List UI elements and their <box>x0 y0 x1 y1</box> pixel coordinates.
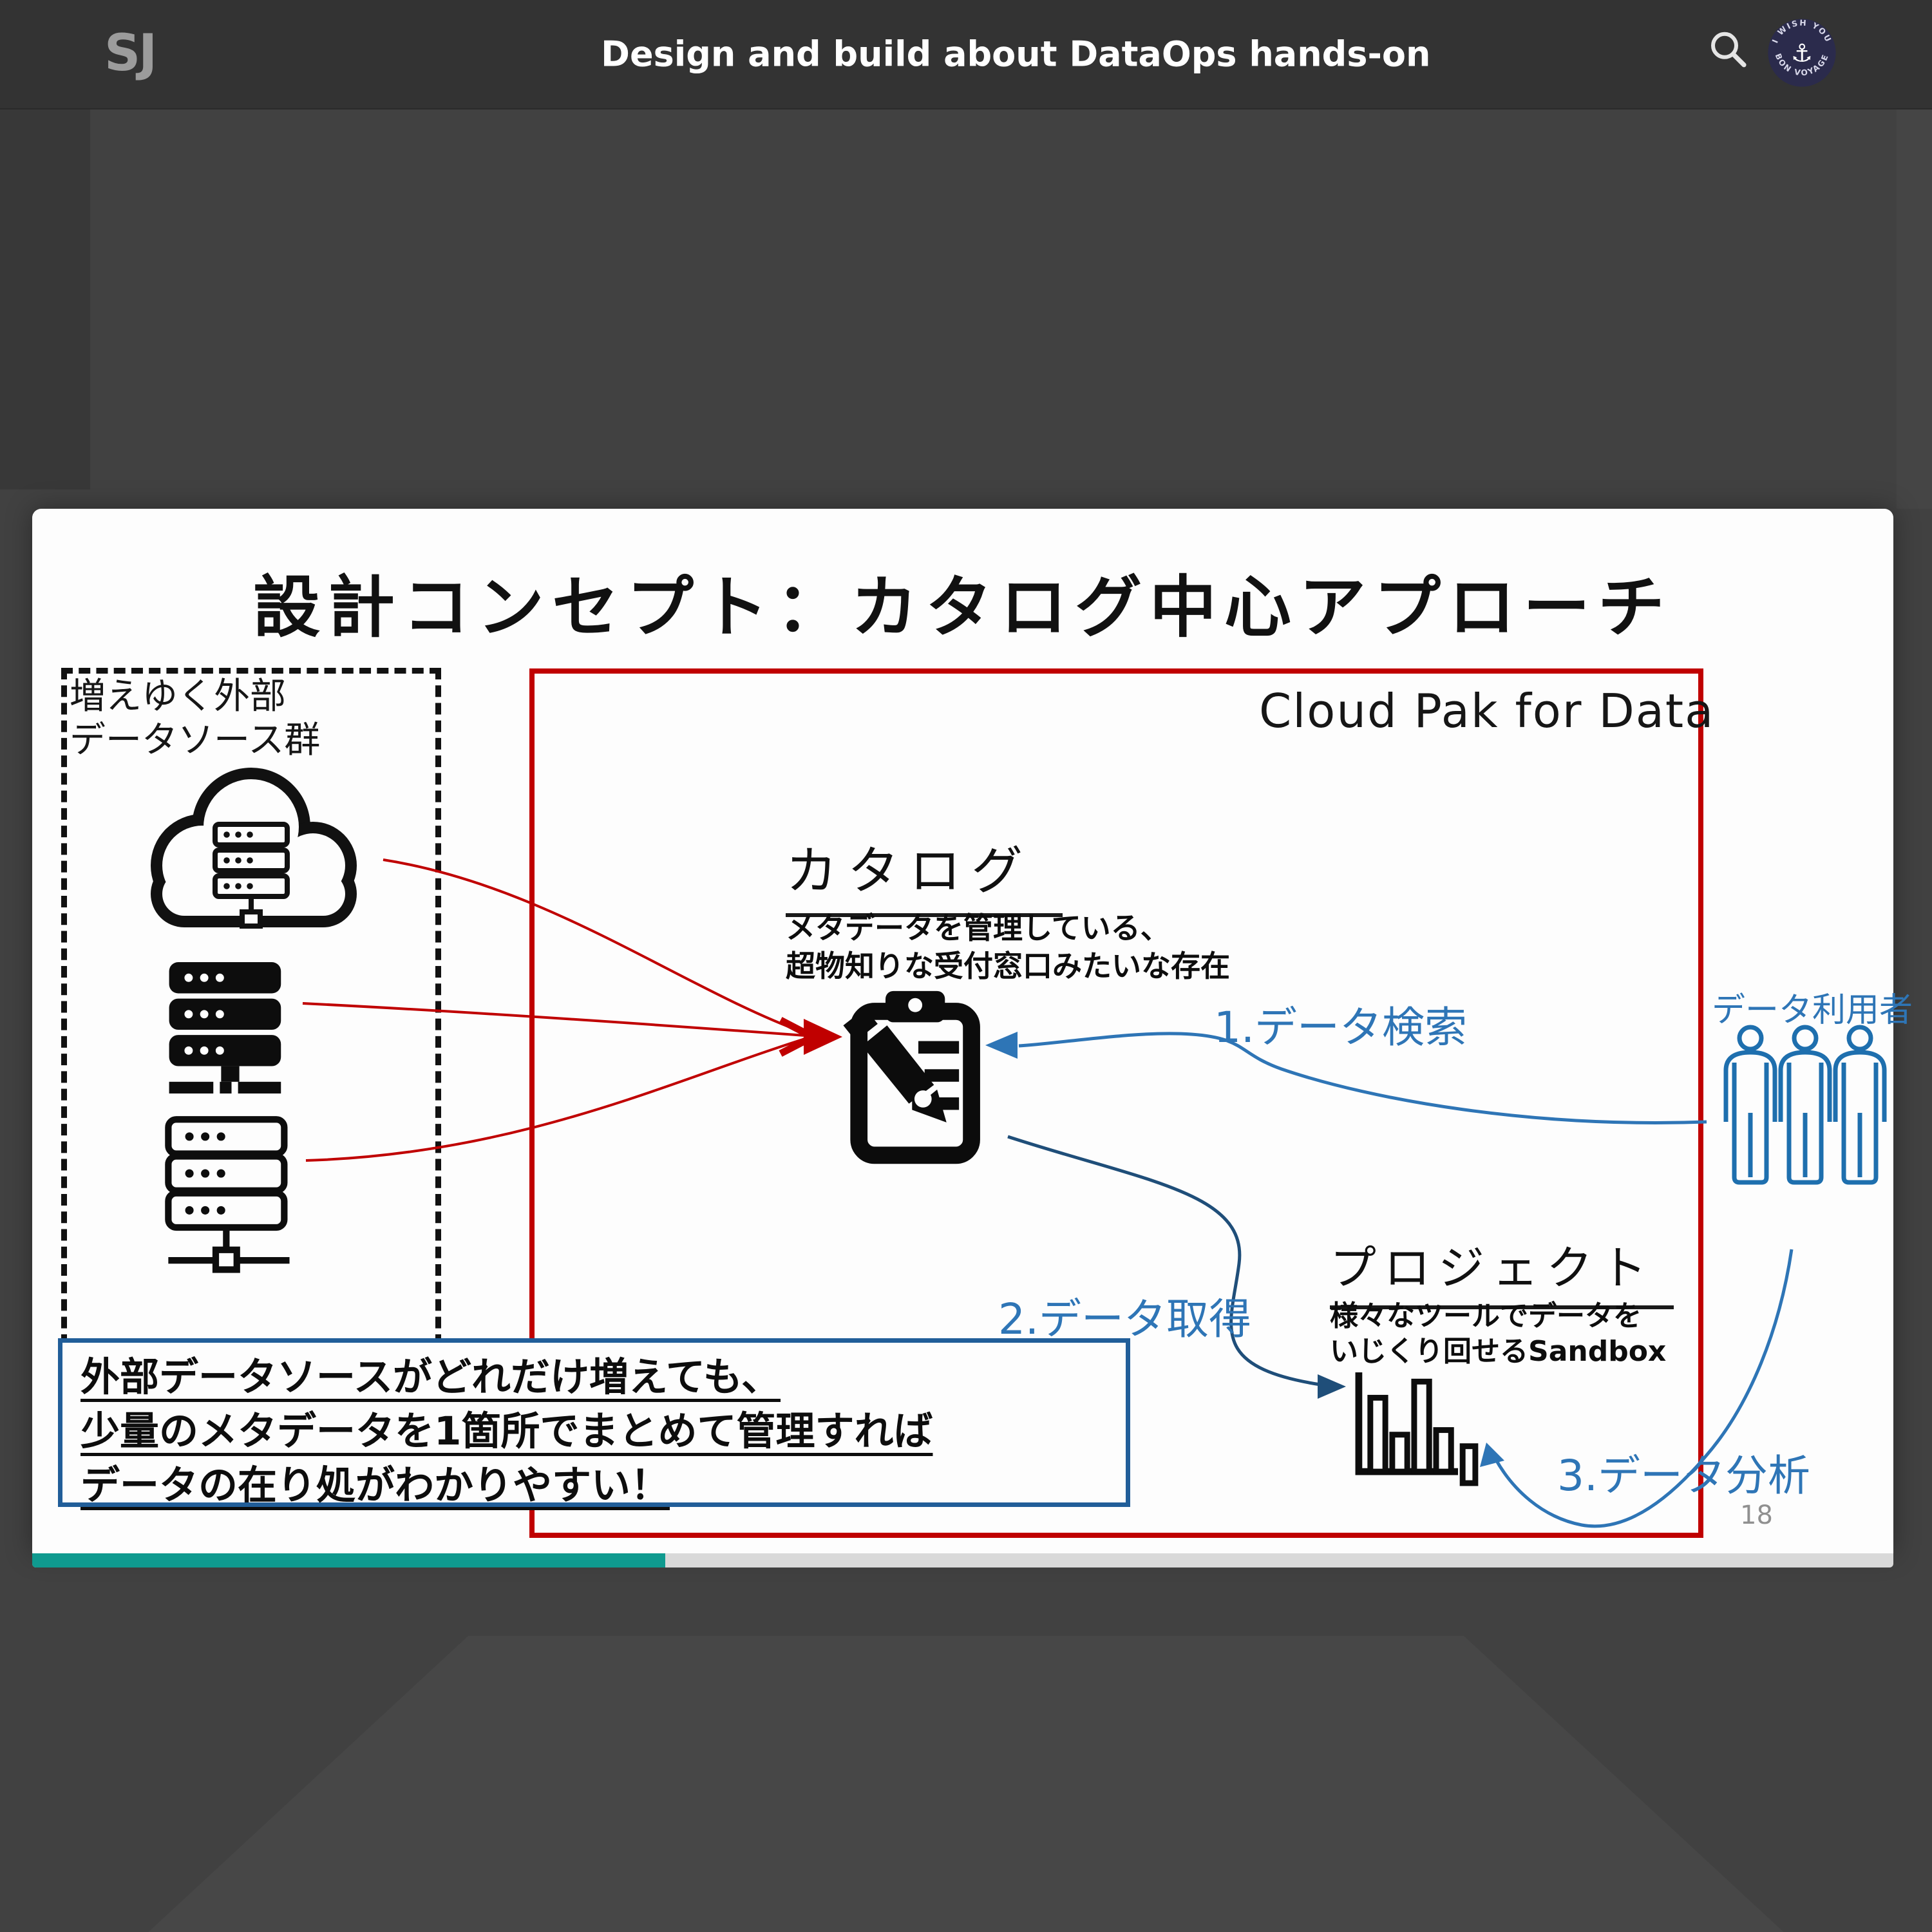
background-shade-bottom <box>148 1636 1784 1932</box>
network-server-icon <box>165 1116 290 1273</box>
background-shade-right <box>1897 109 1932 509</box>
external-sources-line1: 増えゆく外部 <box>70 676 286 717</box>
summary-line3: データの在り処がわかりやすい！ <box>80 1463 670 1509</box>
catalog-description: メタデータを管理している、 超物知りな受付窓口みたいな存在 <box>786 909 1230 985</box>
progress-fill <box>32 1553 665 1567</box>
app-header: SJ Design and build about DataOps hands-… <box>0 0 1932 109</box>
catalog-clipboard-icon <box>843 990 980 1164</box>
connector-arrows <box>302 858 1794 1528</box>
flow-step2-label: 2.データ取得 <box>998 1294 1251 1344</box>
project-chart-icon <box>1355 1372 1479 1486</box>
data-users-icon <box>1723 1025 1887 1185</box>
summary-text: 外部データソースがどれだけ増えても、 少量のメタデータを1箇所でまとめて管理すれ… <box>80 1350 933 1513</box>
catalog-heading: カタログ <box>786 829 1063 917</box>
database-server-icon <box>169 962 281 1094</box>
catalog-desc-line1: メタデータを管理している、 <box>786 911 1170 945</box>
acquire-arrowhead <box>1318 1374 1346 1399</box>
red-arrowhead <box>804 1019 842 1055</box>
slide-page-number: 18 <box>1740 1501 1773 1530</box>
slide-title: 設計コンセプト：カタログ中心アプローチ <box>252 568 1672 647</box>
project-desc-line1: 様々なツールでデータを <box>1330 1300 1642 1332</box>
flow-step1-label: 1.データ検索 <box>1214 1003 1467 1052</box>
deck-title: Design and build about DataOps hands-on <box>601 33 1431 75</box>
search-icon <box>1711 32 1747 68</box>
avatar[interactable]: I WISH YOU BON VOYAGE ⚓ <box>1766 17 1838 89</box>
progress-bar[interactable] <box>32 1553 1893 1567</box>
analyze-arrowhead <box>1480 1443 1504 1467</box>
project-description: 様々なツールでデータを いじくり回せるSandbox <box>1330 1298 1666 1370</box>
anchor-glyph: ⚓ <box>1791 39 1813 67</box>
summary-line2: 少量のメタデータを1箇所でまとめて管理すれば <box>80 1408 933 1455</box>
project-heading: プロジェクト <box>1330 1230 1674 1309</box>
cloud-datasource-icon <box>151 768 357 929</box>
external-sources-line2: データソース群 <box>70 719 321 762</box>
external-sources-label: 増えゆく外部 データソース群 <box>70 675 320 763</box>
project-desc-line2: いじくり回せるSandbox <box>1330 1335 1667 1368</box>
flow-step3-label: 3.データ分析 <box>1557 1451 1810 1501</box>
search-button[interactable] <box>1705 27 1752 73</box>
summary-box: 外部データソースがどれだけ増えても、 少量のメタデータを1箇所でまとめて管理すれ… <box>58 1338 1130 1508</box>
cloud-pak-label: Cloud Pak for Data <box>1259 684 1715 738</box>
summary-line1: 外部データソースがどれだけ増えても、 <box>80 1354 781 1400</box>
search-arrowhead <box>985 1032 1018 1059</box>
cloud-pak-box <box>529 668 1703 1538</box>
catalog-desc-line2: 超物知りな受付窓口みたいな存在 <box>786 948 1230 983</box>
anchor-badge-icon: I WISH YOU BON VOYAGE ⚓ <box>1768 18 1836 87</box>
slide-surface[interactable]: 設計コンセプト：カタログ中心アプローチ 増えゆく外部 データソース群 Cloud… <box>32 509 1913 1553</box>
speakerdeck-logo[interactable]: SJ <box>104 24 157 82</box>
data-users-label: データ利用者 <box>1712 991 1913 1030</box>
